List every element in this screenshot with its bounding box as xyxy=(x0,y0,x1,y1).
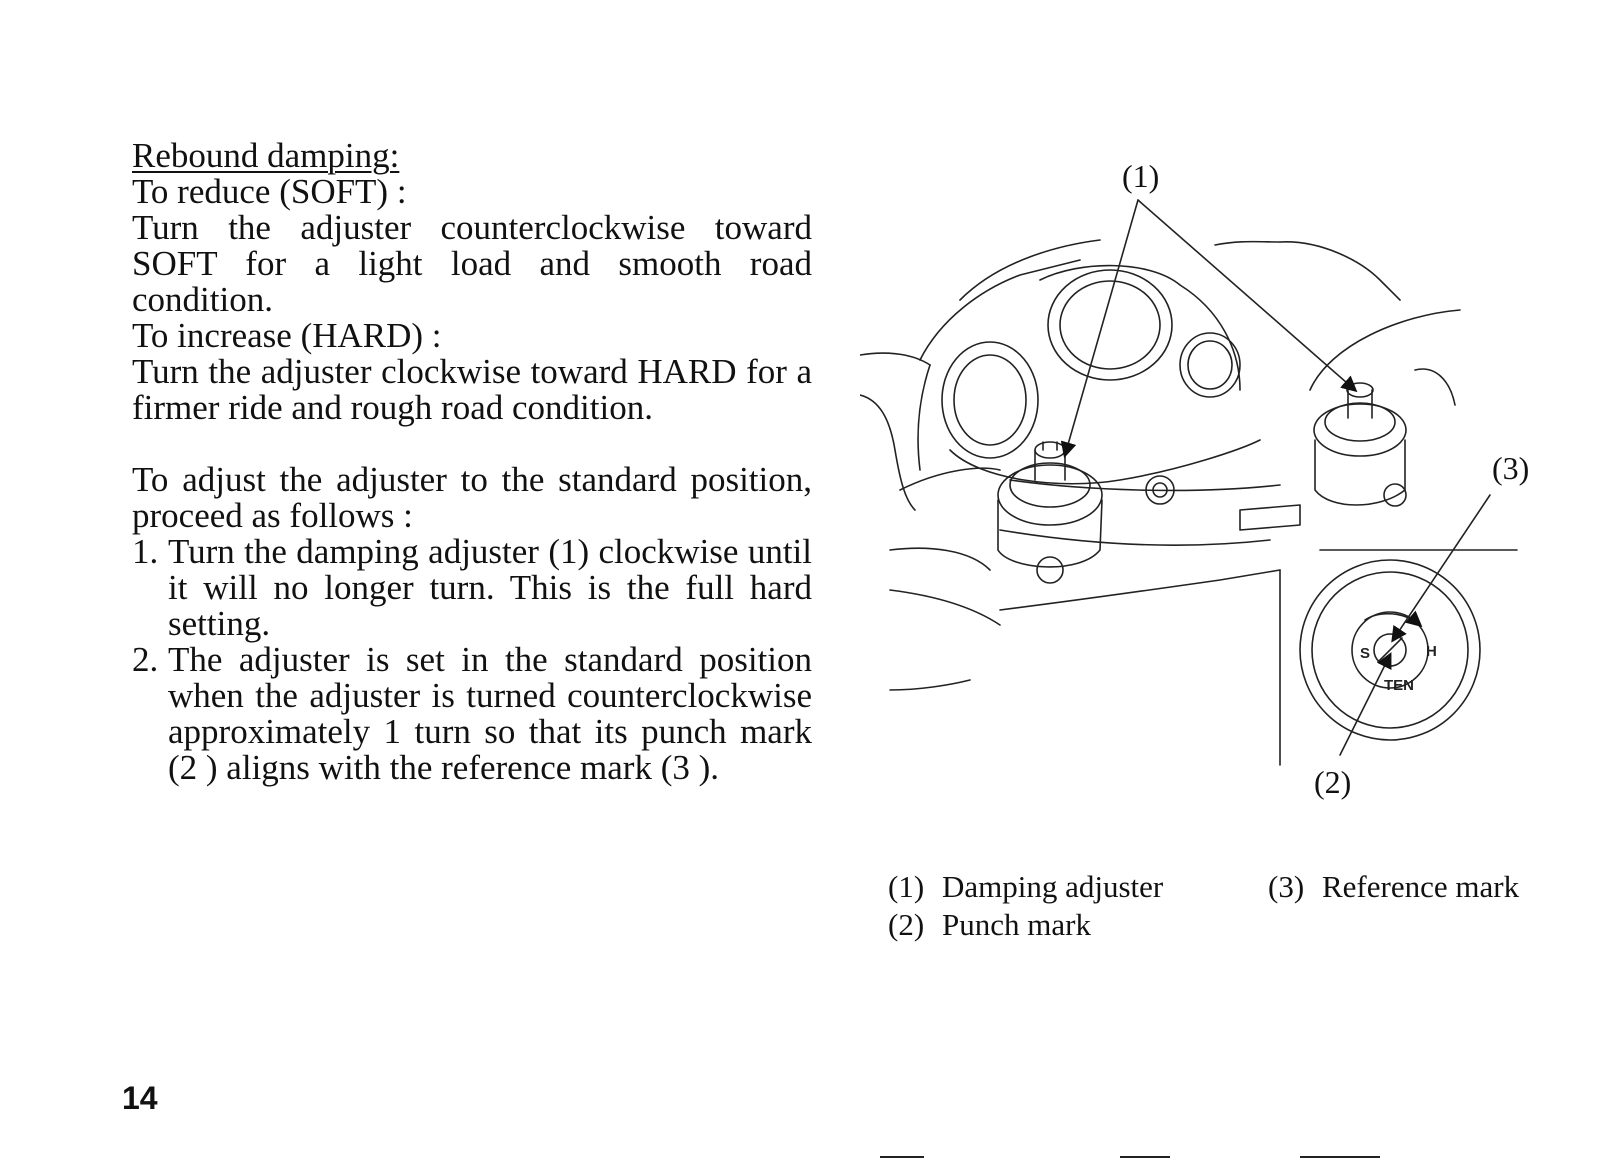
caption-item: (1) Damping adjuster xyxy=(888,868,1163,906)
caption-text: Damping adjuster xyxy=(942,869,1164,904)
left-fork-nut-top xyxy=(1009,462,1091,508)
fairing-line xyxy=(959,239,1101,301)
step-number: 2. xyxy=(132,640,159,679)
callout-3: (3) xyxy=(1492,450,1530,486)
right-switch-housing xyxy=(1414,368,1456,406)
fairing-line xyxy=(919,259,1081,361)
dial-letter-s: S xyxy=(1360,645,1370,662)
dial-letters-ten: TEN xyxy=(1384,677,1414,694)
right-bar xyxy=(1309,309,1461,391)
crop-marks xyxy=(880,1156,1400,1160)
stem-bolt-inner xyxy=(1152,482,1168,498)
step-number: 1. xyxy=(132,532,159,571)
hard-instruction: Turn the adjuster clockwise toward HARD … xyxy=(132,352,812,427)
fairing-line xyxy=(899,467,1001,491)
callout-1: (1) xyxy=(1122,158,1160,194)
adjuster-line-drawing: S H TEN xyxy=(860,199,1518,766)
top-bridge xyxy=(999,529,1271,547)
caption-text: Punch mark xyxy=(942,907,1091,942)
tachometer-outline xyxy=(941,341,1039,459)
dial-rotation-arrow xyxy=(1364,610,1423,628)
right-adjuster-body xyxy=(1347,389,1373,419)
fairing-line xyxy=(860,394,916,511)
small-gauge-inner xyxy=(1187,340,1233,390)
section-heading: Rebound damping: xyxy=(132,136,400,175)
speedometer-outline xyxy=(1047,269,1173,381)
instruction-column: Rebound damping: To reduce (SOFT) : Turn… xyxy=(132,138,812,786)
dial-face xyxy=(1351,611,1429,689)
crop-mark xyxy=(880,1156,924,1158)
step-item: 1. Turn the damping adjuster (1) clockwi… xyxy=(132,534,812,642)
fairing-line xyxy=(1214,240,1281,246)
paragraph-spacer xyxy=(132,426,812,462)
dial-hex-ring xyxy=(1311,571,1469,729)
tachometer-inner xyxy=(953,354,1027,446)
fairing-line xyxy=(917,364,931,471)
speedometer-inner xyxy=(1059,280,1161,370)
cluster-housing xyxy=(1039,264,1241,391)
fairing-line xyxy=(889,679,971,691)
left-pinch-bolt xyxy=(1036,556,1064,584)
hard-label: To increase (HARD) : xyxy=(132,316,442,355)
suspension-adjuster-illustration: S H TEN (1) (3) (2) xyxy=(860,150,1600,830)
right-fork-tube xyxy=(1314,439,1406,506)
right-fork-nut xyxy=(1313,403,1407,457)
callout-1-leader-left xyxy=(1060,199,1139,459)
standard-intro: To adjust the adjuster to the standard p… xyxy=(132,460,812,535)
caption-item: (3) Reference mark xyxy=(1268,868,1519,906)
caption-number: (1) xyxy=(888,869,925,904)
soft-instruction: Turn the adjuster counterclockwise towar… xyxy=(132,208,812,319)
crop-mark xyxy=(1300,1156,1380,1158)
cluster-housing-bottom xyxy=(949,439,1261,485)
top-bridge xyxy=(1009,479,1281,492)
crop-mark xyxy=(1120,1156,1170,1158)
fairing-line xyxy=(1279,241,1401,301)
callout-2: (2) xyxy=(1314,764,1352,800)
caption-item: (2) Punch mark xyxy=(888,906,1091,944)
soft-label: To reduce (SOFT) : xyxy=(132,172,407,211)
fairing-line xyxy=(860,352,931,366)
steps-list: 1. Turn the damping adjuster (1) clockwi… xyxy=(132,534,812,786)
callout-2-leader xyxy=(1339,652,1392,756)
fairing-line xyxy=(889,547,991,571)
dial-slot xyxy=(1377,637,1403,663)
callout-1-leader-right xyxy=(1137,199,1358,393)
small-gauge-outline xyxy=(1179,332,1241,398)
bridge-slot xyxy=(1239,504,1301,531)
left-adjuster-top xyxy=(1034,441,1066,459)
left-fork-tube xyxy=(997,499,1103,568)
dial-letter-h: H xyxy=(1426,643,1437,660)
step-text: Turn the damping adjuster (1) clockwise … xyxy=(168,532,812,643)
caption-text: Reference mark xyxy=(1322,869,1520,904)
step-text: The adjuster is set in the standard posi… xyxy=(168,640,812,787)
dial-outer-ring xyxy=(1299,559,1481,741)
right-fork-nut-top xyxy=(1324,402,1396,442)
step-item: 2. The adjuster is set in the standard p… xyxy=(132,642,812,786)
left-fork-nut xyxy=(997,464,1103,526)
page-number: 14 xyxy=(122,1080,158,1116)
stem-bolt xyxy=(1145,475,1175,505)
caption-number: (3) xyxy=(1268,869,1305,904)
caption-number: (2) xyxy=(888,907,925,942)
top-bridge-lower xyxy=(999,569,1281,611)
callout-3-leader xyxy=(1391,494,1491,643)
left-adjuster-screw xyxy=(1042,441,1058,451)
right-pinch-bolt xyxy=(1383,483,1407,507)
fairing-line xyxy=(889,589,1001,626)
right-adjuster-top xyxy=(1346,382,1374,398)
